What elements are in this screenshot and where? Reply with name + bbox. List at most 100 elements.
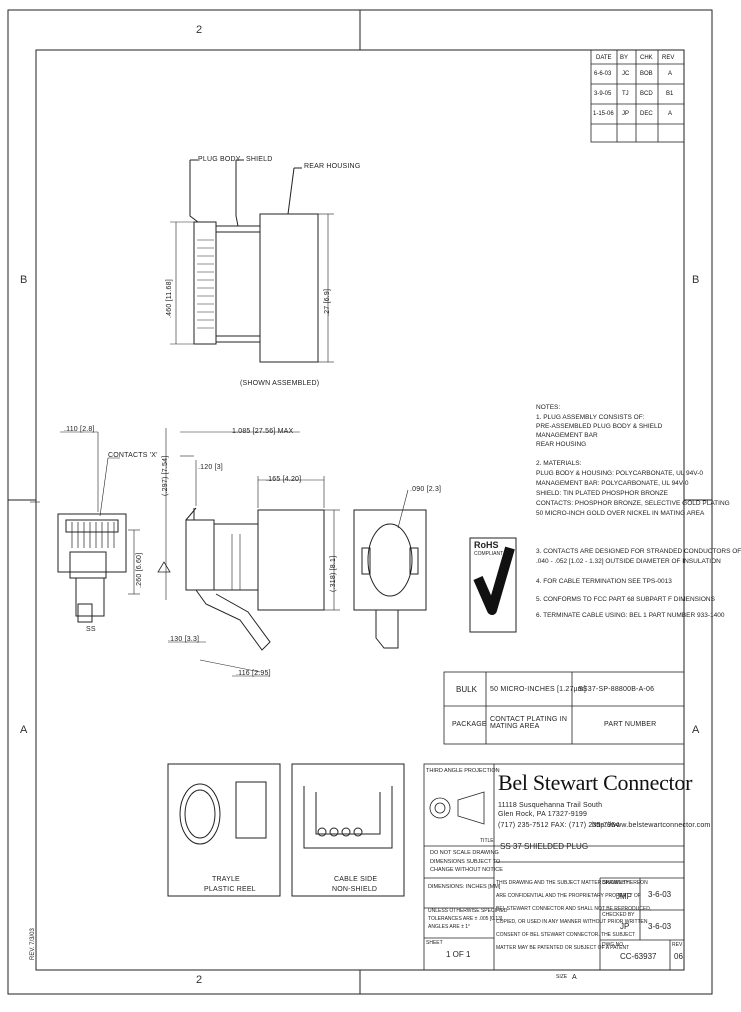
rev-row-3-by: JP: [622, 111, 630, 117]
side-dim-bottom: .130 [3.3]: [168, 636, 200, 643]
proprietary-line-6: MATTER MAY BE PATENTED OR SUBJECT OF A P…: [496, 945, 630, 951]
rev-row-1-by: JC: [622, 71, 630, 77]
drawing-canvas: [7, 9, 713, 995]
drawing-number-label: DWG NO.: [602, 942, 625, 948]
side-dim-mid: .165 [4.20]: [266, 476, 302, 483]
end-view-callout: .090 [2.3]: [410, 486, 442, 493]
note-line-15: 6. TERMINATE CABLE USING: BEL 1 PART NUM…: [536, 612, 725, 619]
note-line-5: 2. MATERIALS:: [536, 460, 582, 467]
company-phone: (717) 235-7512 FAX: (717) 235-7954: [498, 822, 620, 829]
units-note: DIMENSIONS: INCHES [MM]: [428, 884, 501, 890]
side-dim-height: (.318) [8.1]: [330, 555, 337, 592]
size-value: A: [572, 974, 577, 981]
front-callout-contacts: CONTACTS 'X': [108, 452, 158, 459]
part-row1-number: SS37-SP-88800B-A-06: [578, 686, 655, 693]
zone-top: 2: [196, 24, 203, 36]
side-dim-top-left: (.297) [7.54]: [162, 455, 169, 496]
rev-row-2-chk: BCD: [640, 91, 653, 97]
rohs-logo: [469, 537, 517, 633]
part-row2-plating: CONTACT PLATING IN MATING AREA: [490, 716, 568, 730]
rev-row-1-chk: BOB: [640, 71, 653, 77]
note-line-9: CONTACTS: PHOSPHOR BRONZE, SELECTIVE GOL…: [536, 500, 730, 507]
rev-row-3-date: 1-15-06: [593, 111, 614, 117]
note-line-4: REAR HOUSING: [536, 441, 587, 448]
checked-by-value: JP: [620, 922, 630, 931]
rev-header-date: DATE: [596, 55, 612, 61]
rohs-sublabel: COMPLIANT: [474, 551, 504, 557]
proprietary-line-4: COPIED, OR USED IN ANY MANNER WITHOUT PR…: [496, 919, 648, 925]
drawing-sheet: 2 2 B B A A DATE BY CHK REV 6-6-03 JC BO…: [7, 9, 741, 995]
scale-note: DO NOT SCALE DRAWING: [430, 850, 499, 856]
front-dim-ss: SS: [86, 626, 96, 633]
drawn-by-label: DRAWN BY: [602, 880, 629, 886]
package-left-sublabel: PLASTIC REEL: [204, 886, 256, 893]
checked-by-label: CHECKED BY: [602, 912, 635, 918]
company-name: Bel Stewart Connector: [498, 770, 693, 795]
package-right-label: CABLE SIDE: [334, 876, 378, 883]
side-dim-small: .120 [3]: [198, 464, 223, 471]
package-right-sublabel: NON-SHIELD: [332, 886, 378, 893]
note-line-14: 5. CONFORMS TO FCC PART 68 SUBPART F DIM…: [536, 596, 715, 603]
note-line-1: 1. PLUG ASSEMBLY CONSISTS OF:: [536, 414, 645, 421]
rev-row-2-by: TJ: [622, 91, 629, 97]
rev-row-1-rev: A: [668, 71, 673, 77]
company-website: http://www.belstewartconnector.com: [592, 822, 711, 829]
part-row2-package: PACKAGE: [452, 721, 487, 728]
note-line-3: MANAGEMENT BAR: [536, 432, 598, 439]
rev-row-2-date: 3-9-05: [594, 91, 612, 97]
rev-header-rev: REV: [662, 55, 675, 61]
title-block: [423, 763, 685, 971]
top-left-dimension: .460 [11.68]: [166, 279, 173, 318]
size-label: SIZE: [556, 974, 568, 980]
note-line-6: PLUG BODY & HOUSING: POLYCARBONATE, UL 9…: [536, 470, 704, 477]
front-view: [30, 431, 140, 623]
rev-row-3-rev: A: [668, 111, 673, 117]
zone-right-b: B: [692, 274, 700, 286]
side-dim-overall: 1.085 [27.56] MAX: [232, 428, 294, 435]
title-label: TITLE: [480, 838, 494, 844]
callout-shield: SHIELD: [246, 156, 273, 163]
sheet-value: 1 OF 1: [446, 950, 471, 959]
revision-label: REV: [672, 942, 683, 948]
note-line-10: 50 MICRO-INCH GOLD OVER NICKEL IN MATING…: [536, 510, 705, 517]
rev-header-by: BY: [620, 55, 629, 61]
checked-date: 3-6-03: [648, 922, 672, 931]
top-view: [170, 159, 334, 363]
notes-title: NOTES:: [536, 404, 561, 411]
drawing-number: CC-63937: [620, 952, 657, 961]
proprietary-line-1: THIS DRAWING AND THE SUBJECT MATTER SHOW…: [496, 880, 648, 886]
dimension-note-1: DIMENSIONS SUBJECT TO: [430, 859, 501, 865]
tolerance-note-3: ANGLES ARE ± 1°: [428, 924, 470, 930]
top-right-dimension: .27 [6.9]: [324, 288, 331, 316]
zone-left-b: B: [20, 274, 28, 286]
part-row1-package: BULK: [456, 685, 477, 694]
package-views: [167, 763, 405, 897]
package-left-label: TRAYLE: [212, 876, 240, 883]
tolerance-note-2: TOLERANCES ARE ± .005 [0.13]: [428, 916, 503, 922]
rev-row-2-rev: B1: [666, 91, 674, 97]
proprietary-line-5: CONSENT OF BEL STEWART CONNECTOR. THE SU…: [496, 932, 636, 938]
note-line-13: 4. FOR CABLE TERMINATION SEE TPS-0013: [536, 578, 672, 585]
note-line-2: PRE-ASSEMBLED PLUG BODY & SHIELD: [536, 423, 663, 430]
side-view: [157, 428, 340, 677]
third-angle-label: THIRD ANGLE PROJECTION: [426, 768, 500, 774]
note-line-7: MANAGEMENT BAR: POLYCARBONATE, UL 94V-0: [536, 480, 689, 487]
company-address-1: 11118 Susquehanna Trail South: [498, 802, 603, 809]
rev-header-chk: CHK: [640, 55, 653, 61]
zone-left-a: A: [20, 724, 28, 736]
drawing-title: SS 37 SHIELDED PLUG: [500, 842, 589, 851]
part-row1-plating: 50 MICRO-INCHES [1.27µm]: [490, 686, 586, 693]
zone-bottom: 2: [196, 974, 203, 986]
top-view-caption: (SHOWN ASSEMBLED): [240, 380, 320, 387]
side-dim-lower: .116 [2.95]: [236, 670, 271, 677]
dimension-note-2: CHANGE WITHOUT NOTICE: [430, 867, 503, 873]
proprietary-line-2: ARE CONFIDENTIAL AND THE PROPRIETARY PRO…: [496, 893, 641, 899]
rohs-label: RoHS: [474, 540, 499, 550]
tolerance-note-1: UNLESS OTHERWISE SPECIFIED: [428, 908, 508, 914]
rev-row-1-date: 6-6-03: [594, 71, 612, 77]
revision-value: 06: [674, 952, 683, 961]
margin-stamp: REV. 7/3/03: [30, 928, 36, 960]
drawn-date: 3-6-03: [648, 890, 672, 899]
callout-rear-housing: REAR HOUSING: [304, 163, 361, 170]
company-address-2: Glen Rock, PA 17327-9199: [498, 811, 588, 818]
